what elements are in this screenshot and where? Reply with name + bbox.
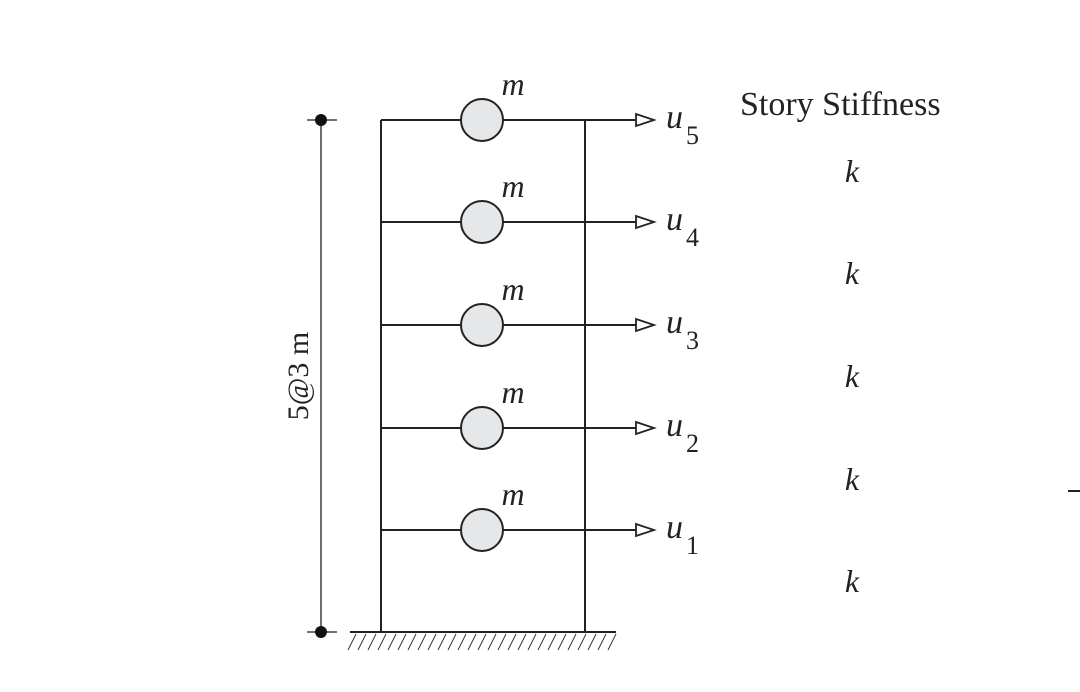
hatch-mark bbox=[407, 633, 417, 651]
hatch-mark bbox=[397, 633, 407, 651]
ground-hatch bbox=[347, 633, 617, 651]
hatch-mark bbox=[557, 633, 567, 651]
dof-label: u bbox=[666, 99, 683, 136]
dof-subscript: 5 bbox=[686, 121, 699, 150]
arrow-head-icon bbox=[635, 112, 657, 128]
hatch-mark bbox=[587, 633, 597, 651]
arrow-head-icon bbox=[635, 522, 657, 538]
hatch-mark bbox=[417, 633, 427, 651]
arrow-head-icon bbox=[635, 420, 657, 436]
dof-subscript: 4 bbox=[686, 223, 699, 252]
story-stiffness-label: k bbox=[845, 358, 860, 394]
story-stiffness-label: k bbox=[845, 461, 860, 497]
hatch-mark bbox=[467, 633, 477, 651]
lumped-mass bbox=[460, 508, 504, 552]
lumped-mass bbox=[460, 406, 504, 450]
hatch-mark bbox=[347, 633, 357, 651]
dimension-dot-bottom bbox=[315, 626, 327, 638]
mass-label: m bbox=[501, 476, 524, 512]
arrow-head-icon bbox=[635, 317, 657, 333]
hatch-mark bbox=[497, 633, 507, 651]
hatch-mark bbox=[387, 633, 397, 651]
arrow-head-icon bbox=[635, 214, 657, 230]
hatch-mark bbox=[527, 633, 537, 651]
hatch-mark bbox=[517, 633, 527, 651]
dof-label: u bbox=[666, 201, 683, 238]
story-stiffness-label: k bbox=[845, 563, 860, 599]
dof-label: u bbox=[666, 407, 683, 444]
story-stiffness-label: k bbox=[845, 153, 860, 189]
dof-subscript: 2 bbox=[686, 429, 699, 458]
hatch-mark bbox=[507, 633, 517, 651]
hatch-mark bbox=[547, 633, 557, 651]
hatch-mark bbox=[447, 633, 457, 651]
hatch-mark bbox=[427, 633, 437, 651]
hatch-mark bbox=[567, 633, 577, 651]
hatch-mark bbox=[457, 633, 467, 651]
story-stiffness-header: Story Stiffness bbox=[740, 86, 941, 123]
hatch-mark bbox=[487, 633, 497, 651]
hatch-mark bbox=[367, 633, 377, 651]
hatch-mark bbox=[437, 633, 447, 651]
lumped-mass bbox=[460, 303, 504, 347]
hatch-mark bbox=[357, 633, 367, 651]
dof-label: u bbox=[666, 509, 683, 546]
hatch-mark bbox=[597, 633, 607, 651]
lumped-mass bbox=[460, 98, 504, 142]
mass-label: m bbox=[501, 271, 524, 307]
dof-subscript: 1 bbox=[686, 531, 699, 560]
dof-subscript: 3 bbox=[686, 326, 699, 355]
mass-label: m bbox=[501, 168, 524, 204]
dof-label: u bbox=[666, 304, 683, 341]
mass-label: m bbox=[501, 374, 524, 410]
hatch-mark bbox=[477, 633, 487, 651]
dimension-label: 5@3 m bbox=[282, 332, 315, 420]
mass-label: m bbox=[501, 66, 524, 102]
dimension-dot-top bbox=[315, 114, 327, 126]
hatch-mark bbox=[577, 633, 587, 651]
hatch-mark bbox=[537, 633, 547, 651]
hatch-mark bbox=[607, 633, 617, 651]
hatch-mark bbox=[377, 633, 387, 651]
lumped-mass bbox=[460, 200, 504, 244]
story-stiffness-label: k bbox=[845, 255, 860, 291]
